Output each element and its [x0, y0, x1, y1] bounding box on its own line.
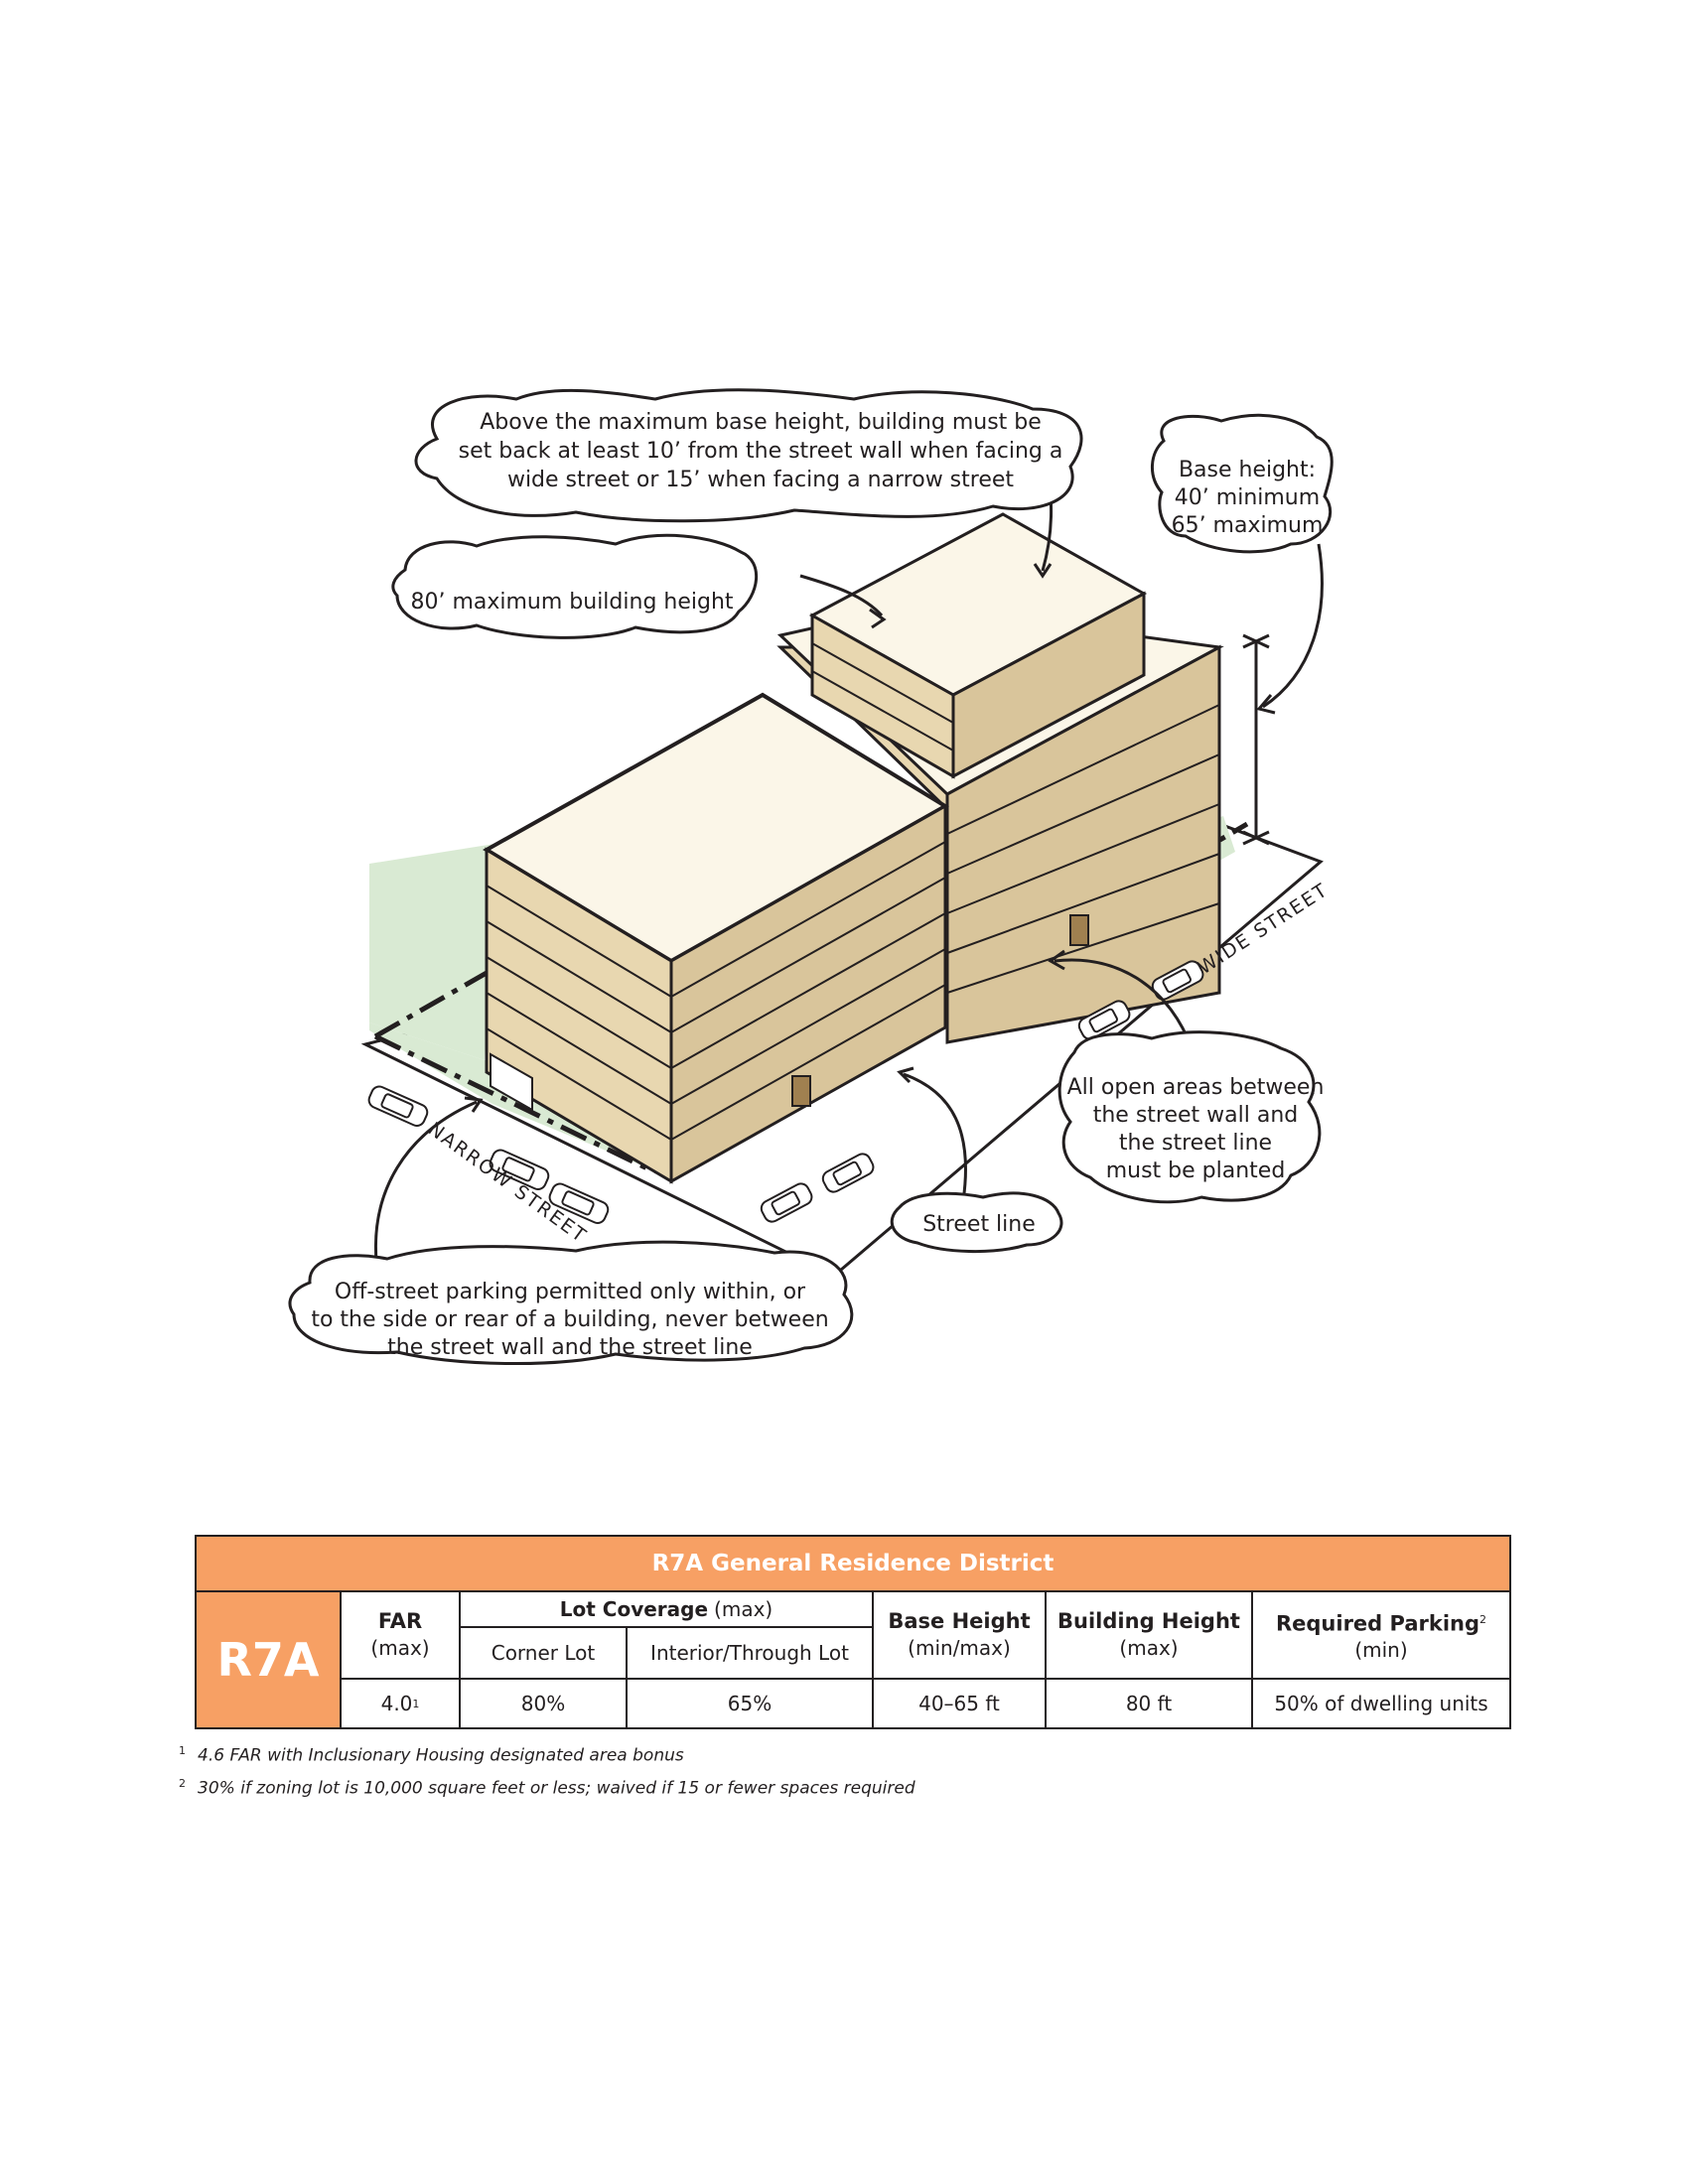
car-icon [548, 1182, 610, 1224]
zoning-table: R7A General Residence District R7A FAR(m… [195, 1535, 1511, 1729]
building-setback [808, 512, 1148, 779]
leader-arrows [374, 466, 1324, 1272]
building-height-value: 80 ft [1045, 1678, 1251, 1727]
building-front [483, 692, 949, 1184]
far-header: FAR(max) [370, 1609, 430, 1660]
car-icon [821, 1153, 875, 1193]
open-areas-text-2: the street wall and [1093, 1103, 1299, 1128]
open-areas-cloud [1057, 1030, 1322, 1204]
open-areas-text-3: the street line [1119, 1131, 1272, 1156]
open-areas-text-4: must be planted [1106, 1159, 1286, 1183]
base-height-text-2: 40’ minimum [1175, 485, 1320, 510]
parking-value: 50% of dwelling units [1251, 1678, 1509, 1727]
parking-text-3: the street wall and the street line [387, 1335, 753, 1360]
setback-text-2: set back at least 10’ from the street wa… [459, 439, 1063, 464]
street-line-cloud [890, 1191, 1063, 1254]
parking-cloud [288, 1240, 854, 1366]
corner-lot-value: 80% [459, 1678, 626, 1727]
car-icon [367, 1085, 429, 1127]
interior-lot-value: 65% [626, 1678, 872, 1727]
base-height-cloud [1151, 413, 1334, 554]
corner-lot-header: Corner Lot [459, 1626, 626, 1678]
car-icon [1077, 1000, 1131, 1040]
parking-text-1: Off-street parking permitted only within… [335, 1280, 806, 1304]
building-height-cloud [391, 533, 758, 639]
callout-clouds [288, 388, 1334, 1366]
street-line-text: Street line [922, 1212, 1036, 1237]
setback-text-1: Above the maximum base height, building … [480, 410, 1042, 435]
zoning-diagram: NARROW STREET WIDE STREET Above the maxi… [288, 388, 1334, 1366]
lot-coverage-header: Lot Coverage(max) [459, 1592, 872, 1626]
base-height-value: 40–65 ft [872, 1678, 1045, 1727]
building-height-text: 80’ maximum building height [410, 590, 733, 614]
open-areas-text-1: All open areas between [1067, 1075, 1325, 1100]
narrow-street-label: NARROW STREET [424, 1118, 591, 1248]
car-icon [760, 1182, 813, 1223]
setback-text-3: wide street or 15’ when facing a narrow … [507, 468, 1014, 492]
parking-text-2: to the side or rear of a building, never… [311, 1307, 828, 1332]
setback-cloud [414, 388, 1083, 523]
base-height-text-3: 65’ maximum [1172, 513, 1324, 538]
parking-header: Required Parking2 (min) [1251, 1592, 1509, 1678]
interior-lot-header: Interior/Through Lot [626, 1626, 872, 1678]
table-title: R7A General Residence District [197, 1537, 1509, 1592]
building-height-header: Building Height(max) [1045, 1592, 1251, 1678]
car-icon [489, 1149, 550, 1190]
base-height-header: Base Height(min/max) [872, 1592, 1045, 1678]
callout-texts: Above the maximum base height, building … [311, 410, 1324, 1360]
height-dimension [1242, 633, 1270, 846]
car-icon [1151, 960, 1204, 1001]
base-height-text-1: Base height: [1179, 458, 1316, 482]
cars [367, 960, 1204, 1224]
district-code: R7A [197, 1592, 342, 1727]
